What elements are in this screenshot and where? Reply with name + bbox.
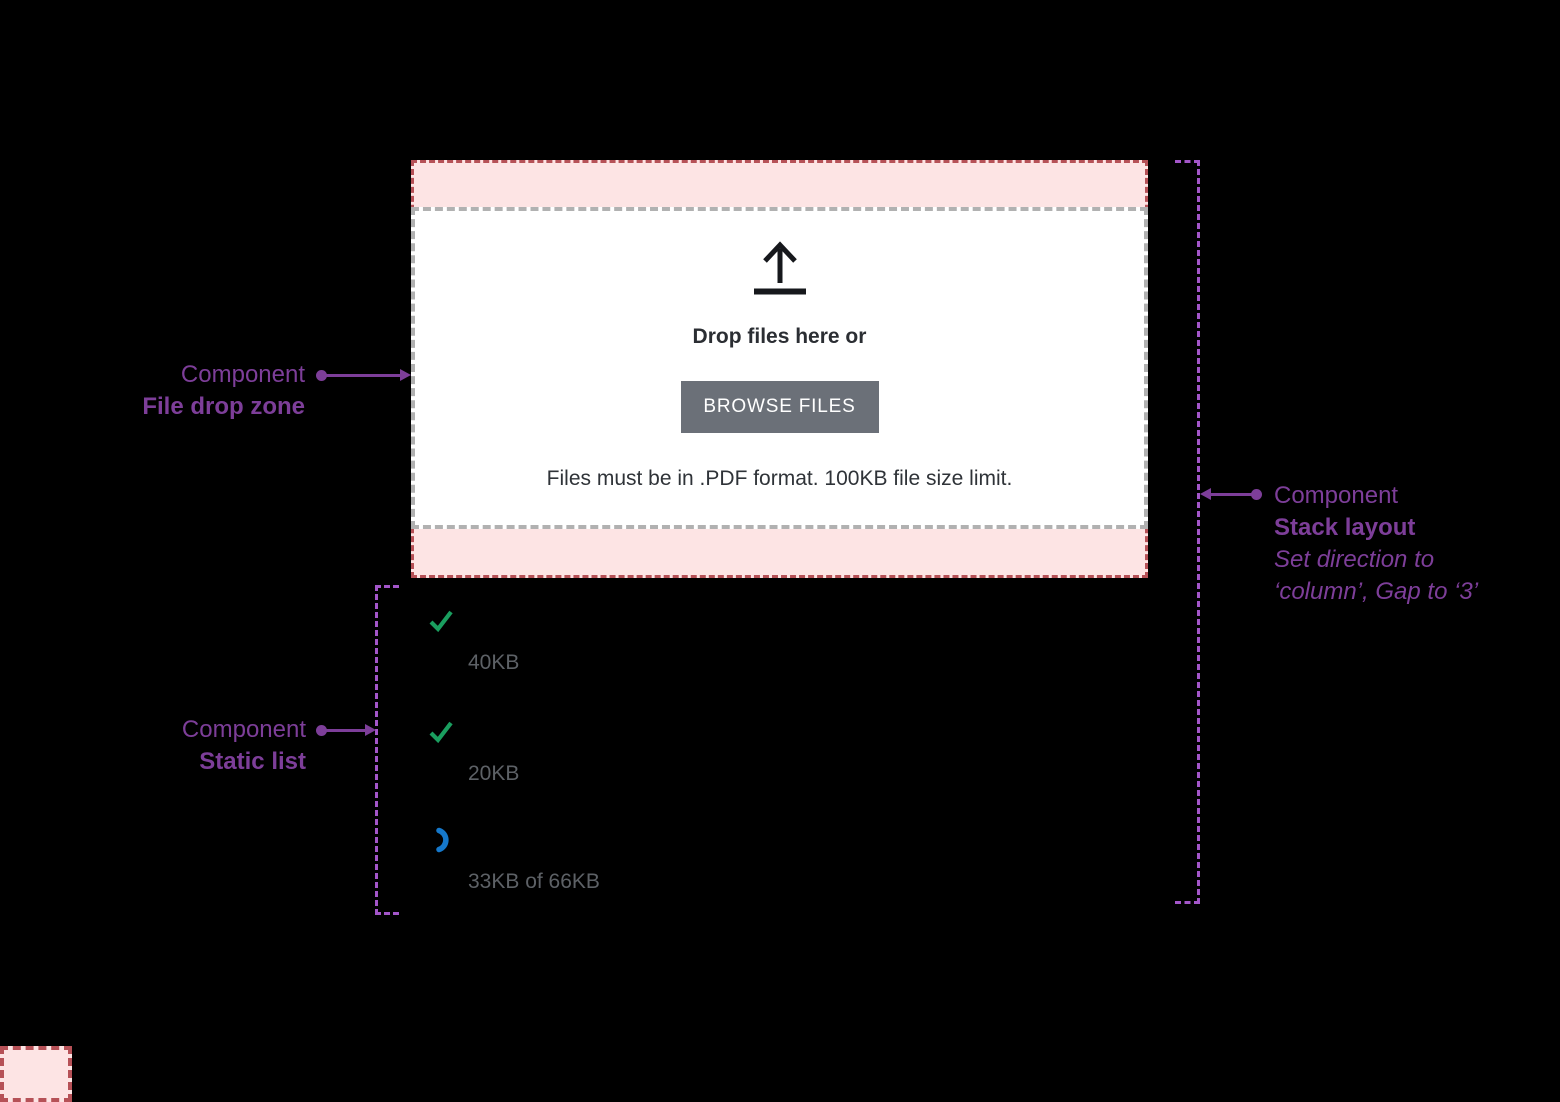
callout-arrow xyxy=(316,368,411,384)
file-progress-label: 33KB of 66KB xyxy=(468,870,600,893)
annotation-title: Stack layout xyxy=(1274,514,1416,541)
annotation-title: Static list xyxy=(199,748,306,775)
annotation-note: ‘column’, Gap to ‘3’ xyxy=(1274,578,1479,605)
annotation-eyebrow: Component xyxy=(1274,482,1399,509)
annotation-eyebrow: Component xyxy=(181,716,306,743)
file-size-label: 40KB xyxy=(468,651,520,674)
callout-arrow xyxy=(316,723,376,739)
list-item: 20KB xyxy=(428,719,519,786)
callout-line xyxy=(325,374,402,377)
file-size-label: 20KB xyxy=(468,762,520,785)
file-drop-target[interactable]: Drop files here or BROWSE FILES Files mu… xyxy=(411,207,1148,529)
annotation-title: File drop zone xyxy=(142,393,305,420)
upload-arrow-icon xyxy=(747,237,813,295)
arrow-right-icon xyxy=(400,369,411,381)
callout-dot xyxy=(316,725,327,736)
annotation-eyebrow: Component xyxy=(180,361,305,388)
browse-files-button[interactable]: BROWSE FILES xyxy=(680,381,879,433)
stack-layout-frame xyxy=(1175,160,1200,904)
callout-line xyxy=(1209,493,1253,496)
annotation-static-list: Component Static list xyxy=(182,714,306,778)
annotation-file-drop-zone: Component File drop zone xyxy=(142,359,305,423)
check-icon xyxy=(428,719,519,750)
callout-line xyxy=(325,729,367,732)
check-icon xyxy=(428,608,519,639)
static-list-frame xyxy=(375,585,399,915)
annotation-note: Set direction to xyxy=(1274,546,1435,573)
padding-swatch xyxy=(0,1046,72,1102)
callout-dot xyxy=(316,370,327,381)
list-item: 40KB xyxy=(428,608,519,675)
arrow-right-icon xyxy=(365,724,376,736)
file-drop-zone: Drop files here or BROWSE FILES Files mu… xyxy=(411,160,1148,578)
drop-zone-title: Drop files here or xyxy=(692,325,867,348)
arrow-left-icon xyxy=(1200,488,1211,500)
callout-arrow xyxy=(1200,487,1262,503)
list-item: 33KB of 66KB xyxy=(428,827,600,894)
annotation-stack-layout: Component Stack layout Set direction to … xyxy=(1274,480,1478,608)
drop-zone-helper-text: Files must be in .PDF format. 100KB file… xyxy=(546,467,1013,490)
callout-dot xyxy=(1251,489,1262,500)
spinner-icon xyxy=(436,827,600,858)
